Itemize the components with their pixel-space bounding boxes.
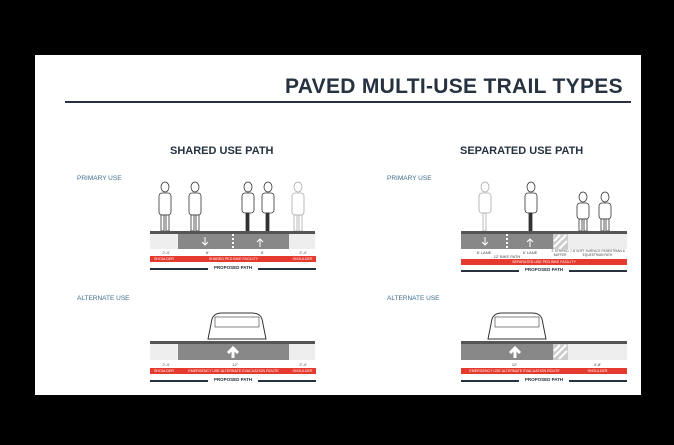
- separated-alternate-bands: EMERGENCY USE ALTERNATE EVACUATION ROUTE…: [461, 368, 627, 374]
- shared-alternate-label: ALTERNATE USE: [77, 295, 130, 302]
- page: PAVED MULTI-USE TRAIL TYPES SHARED USE P…: [35, 55, 641, 395]
- separated-primary-label: PRIMARY USE: [387, 175, 432, 182]
- shared-alternate-section: [150, 312, 315, 360]
- proposed-path-label: PROPOSED PATH: [208, 265, 258, 270]
- separated-alternate-section: [461, 312, 627, 360]
- proposed-path-label: PROPOSED PATH: [208, 377, 258, 382]
- dim-label: 7-8' SOFT SURFACE PEDESTRIAN & EQUESTRIA…: [570, 249, 625, 257]
- dim-label: 6': [206, 250, 209, 255]
- dim-label: 2'-4': [299, 250, 307, 255]
- separated-alternate-label: ALTERNATE USE: [387, 295, 440, 302]
- page-title: PAVED MULTI-USE TRAIL TYPES: [285, 75, 623, 98]
- dim-label: 2' STRIPED BUFFER: [551, 249, 569, 257]
- band: EMERGENCY USE ALTERNATE EVACUATION ROUTE: [178, 368, 289, 374]
- separated-heading: SEPARATED USE PATH: [460, 145, 584, 157]
- band: SHOULDER: [150, 368, 178, 374]
- separated-primary-bands: SEPARATED USE PED BIKE FACILITY: [461, 259, 627, 265]
- shared-primary-label: PRIMARY USE: [77, 175, 122, 182]
- dim-label: 2'-4': [162, 362, 170, 367]
- proposed-path-label: PROPOSED PATH: [519, 267, 569, 272]
- dim-label: 2'-4': [162, 250, 170, 255]
- people-silhouettes: [158, 181, 305, 232]
- dim-label: 12': [511, 362, 518, 367]
- shared-heading: SHARED USE PATH: [170, 145, 274, 157]
- band: SEPARATED USE PED BIKE FACILITY: [461, 259, 627, 265]
- dim-label: 2'-4': [299, 362, 307, 367]
- band: SHOULDER: [568, 368, 627, 374]
- dim-label: 12': [232, 362, 238, 367]
- dim-label: 6': [261, 250, 264, 255]
- band: SHOULDER: [289, 256, 316, 262]
- dim-label: 6' LANE: [476, 250, 492, 255]
- dim-label: 4'-8': [593, 362, 602, 367]
- shared-alternate-bands: SHOULDER EMERGENCY USE ALTERNATE EVACUAT…: [150, 368, 316, 374]
- dim-label: 12' BIKE PATH: [493, 254, 521, 259]
- proposed-path-label: PROPOSED PATH: [519, 377, 569, 382]
- title-rule: [65, 101, 631, 103]
- separated-primary-section: [461, 181, 627, 250]
- band: EMERGENCY USE ALTERNATE EVACUATION ROUTE: [461, 368, 568, 374]
- band: SHOULDER: [289, 368, 316, 374]
- dim-label: 6' LANE: [522, 250, 538, 255]
- shared-primary-bands: SHOULDER SHARED PED BIKE FACILITY SHOULD…: [150, 256, 316, 262]
- shared-primary-section: [150, 181, 315, 249]
- band: SHARED PED BIKE FACILITY: [178, 256, 289, 262]
- band: SHOULDER: [150, 256, 178, 262]
